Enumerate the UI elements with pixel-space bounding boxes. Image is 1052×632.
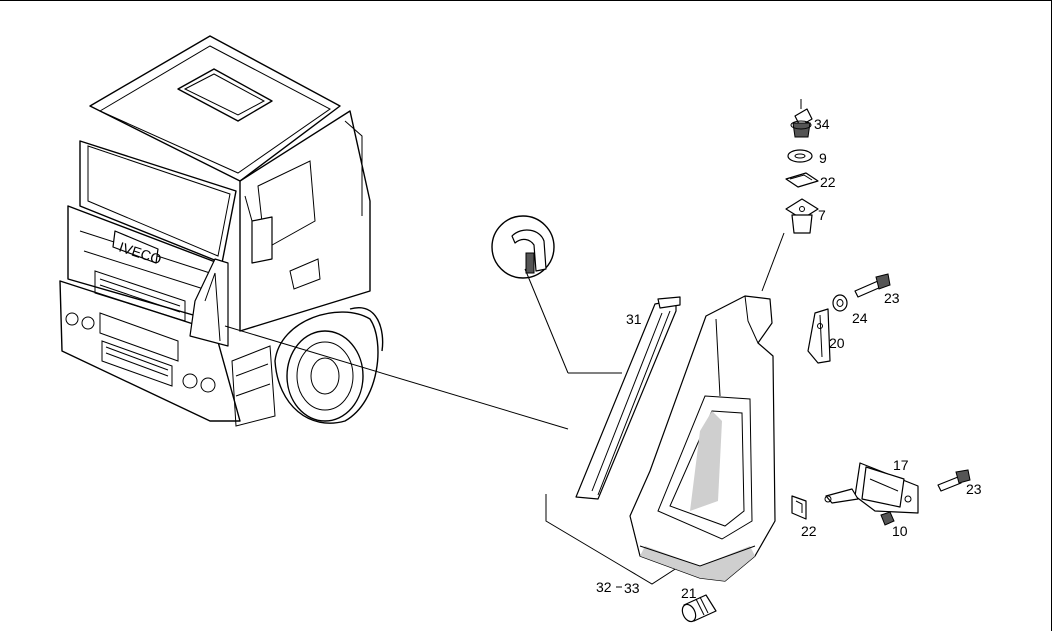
callout-20: 20 <box>829 335 845 351</box>
callout-31: 31 <box>626 311 642 327</box>
part-17-support-bracket <box>824 462 919 514</box>
leader-lines <box>224 232 785 585</box>
callout-33: 33 <box>624 580 640 596</box>
part-21-plug <box>681 594 717 623</box>
callout-23-upper: 23 <box>884 290 900 306</box>
part-31-trim-strip <box>575 296 681 500</box>
part-22-clip-lower <box>791 495 807 520</box>
callout-22-top: 22 <box>820 174 836 190</box>
part-20-bracket <box>807 308 831 364</box>
part-9-washer <box>787 149 813 163</box>
part-23-bolt-lower <box>937 469 971 492</box>
callout-21: 21 <box>681 585 697 601</box>
part-34-screw <box>790 99 813 138</box>
part-23-bolt-upper <box>854 273 891 298</box>
callout-22-lower: 22 <box>801 523 817 539</box>
callout-9: 9 <box>819 150 827 166</box>
callout-23-lower: 23 <box>966 481 982 497</box>
part-10-nut <box>880 511 895 526</box>
callout-17: 17 <box>893 457 909 473</box>
callout-32: 32 <box>596 579 612 595</box>
callout-10: 10 <box>892 523 908 539</box>
part-24-nut <box>832 294 848 312</box>
truck-cab-illustration: IVECO <box>59 35 384 427</box>
callout-7: 7 <box>818 207 826 223</box>
corner-panel-32-33 <box>629 295 776 582</box>
callout-labels: 34 9 22 7 23 24 20 31 17 23 22 10 21 32 … <box>596 116 982 601</box>
seal-detail-circle <box>491 215 555 279</box>
part-22-clip-top <box>785 172 819 188</box>
callout-34: 34 <box>814 116 830 132</box>
callout-24: 24 <box>852 310 868 326</box>
part-7-nut-plate <box>785 198 819 234</box>
